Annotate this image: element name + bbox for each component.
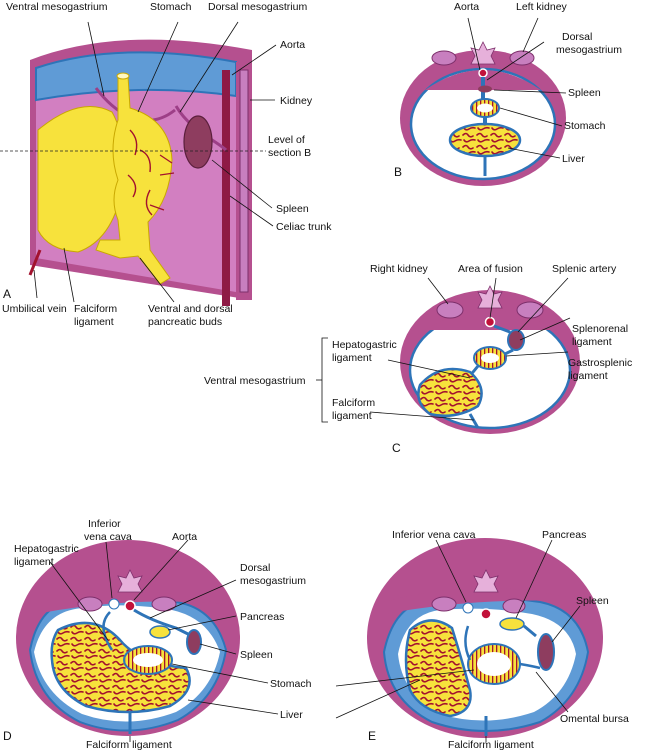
- label-dorsal-d-2: mesogastrium: [240, 575, 306, 587]
- label-aorta-b: Aorta: [454, 1, 479, 13]
- aorta-c: [484, 316, 496, 328]
- aorta-a: [222, 70, 230, 306]
- label-ventral-mesogastrium-a: Ventral mesogastrium: [6, 1, 108, 13]
- label-falciform-e: Falciform ligament: [448, 739, 534, 750]
- spleen-b: [478, 85, 492, 93]
- panel-b: B Aorta Left kidney Dorsal mesogastrium …: [394, 1, 622, 186]
- panel-d-letter: D: [3, 729, 12, 743]
- label-ivc-e: Inferior vena cava: [392, 529, 476, 541]
- label-pancreas-d: Pancreas: [240, 611, 284, 623]
- label-falciform-a-1: Falciform: [74, 303, 117, 315]
- label-dorsal-mesogastrium-a: Dorsal mesogastrium: [208, 1, 307, 13]
- panel-a: A Ventral mesogastrium Stomach Dorsal me…: [0, 1, 332, 328]
- label-buds-a-2: pancreatic buds: [148, 316, 222, 328]
- label-kidney-a: Kidney: [280, 95, 313, 107]
- pancreas-e: [499, 617, 525, 631]
- label-gastrosplenic-c-2: ligament: [568, 370, 608, 382]
- aorta-b: [478, 68, 488, 78]
- label-hepatogastric-c-1: Hepatogastric: [332, 339, 397, 351]
- panel-a-letter: A: [3, 287, 11, 301]
- vertebra-d: [117, 569, 143, 593]
- panel-e-letter: E: [368, 729, 376, 743]
- panel-d: D Inferior vena cava Aorta Hepatogastric…: [3, 518, 312, 750]
- spleen-a: [183, 115, 213, 169]
- label-dorsal-b-2: mesogastrium: [556, 44, 622, 56]
- label-liver-b: Liver: [562, 153, 585, 165]
- umbilical-vein-a: [28, 249, 42, 276]
- label-stomach-a: Stomach: [150, 1, 192, 13]
- label-level-a-2: section B: [268, 147, 311, 159]
- label-hepatogastric-d-2: ligament: [14, 556, 54, 568]
- pancreas-d: [149, 625, 171, 639]
- label-hepatogastric-d-1: Hepatogastric: [14, 543, 79, 555]
- vertebra-c: [477, 285, 503, 309]
- spleen-d: [186, 629, 202, 655]
- label-spleen-e: Spleen: [576, 595, 609, 607]
- label-umbilical-vein-a: Umbilical vein: [2, 303, 67, 315]
- label-ivc-d-2: vena cava: [84, 531, 132, 543]
- label-left-kidney-b: Left kidney: [516, 1, 568, 13]
- label-dorsal-b-1: Dorsal: [562, 31, 592, 43]
- panel-c: C Right kidney Area of fusion Splenic ar…: [204, 263, 632, 455]
- label-celiac-trunk-a: Celiac trunk: [276, 221, 332, 233]
- ivc-e: [462, 602, 474, 614]
- label-right-kidney-c: Right kidney: [370, 263, 429, 275]
- label-gastrosplenic-c-1: Gastrosplenic: [568, 357, 632, 369]
- label-ventral-mesogastrium-c: Ventral mesogastrium: [204, 375, 306, 387]
- label-liver-d: Liver: [280, 709, 303, 721]
- label-aorta-a: Aorta: [280, 39, 305, 51]
- label-splenorenal-c-1: Splenorenal: [572, 323, 628, 335]
- kidney-a: [239, 69, 249, 293]
- label-splenorenal-c-2: ligament: [572, 336, 612, 348]
- liver-d: [50, 621, 191, 714]
- label-ivc-d-1: Inferior: [88, 518, 121, 530]
- spleen-c: [507, 329, 525, 351]
- label-omental-bursa-e: Omental bursa: [560, 713, 629, 725]
- label-hepatogastric-c-2: ligament: [332, 352, 372, 364]
- aorta-d: [124, 600, 136, 612]
- label-area-of-fusion-c: Area of fusion: [458, 263, 523, 275]
- label-falciform-c-2: ligament: [332, 410, 372, 422]
- liver-b: [448, 122, 522, 158]
- label-splenic-artery-c: Splenic artery: [552, 263, 617, 275]
- label-aorta-d: Aorta: [172, 531, 197, 543]
- kidney-right-c: [436, 301, 464, 319]
- label-spleen-b: Spleen: [568, 87, 601, 99]
- liver-e: [404, 619, 472, 718]
- kidney-left-b: [509, 50, 535, 66]
- label-level-a-1: Level of: [268, 134, 305, 146]
- spleen-e: [537, 633, 555, 671]
- vertebra-e: [473, 569, 499, 593]
- label-dorsal-d-1: Dorsal: [240, 562, 270, 574]
- aorta-e: [480, 608, 492, 620]
- label-falciform-c-1: Falciform: [332, 397, 375, 409]
- label-falciform-d: Falciform ligament: [86, 739, 172, 750]
- label-spleen-d: Spleen: [240, 649, 273, 661]
- label-spleen-a: Spleen: [276, 203, 309, 215]
- label-stomach-d: Stomach: [270, 678, 312, 690]
- label-pancreas-e: Pancreas: [542, 529, 586, 541]
- panel-c-letter: C: [392, 441, 401, 455]
- label-falciform-a-2: ligament: [74, 316, 114, 328]
- label-buds-a-1: Ventral and dorsal: [148, 303, 233, 315]
- ivc-d: [108, 598, 120, 610]
- panel-e: E Inferior vena cava Pancreas Spleen Ome…: [335, 529, 629, 750]
- panel-b-letter: B: [394, 165, 402, 179]
- label-stomach-b: Stomach: [564, 120, 606, 132]
- liver-c: [417, 367, 483, 417]
